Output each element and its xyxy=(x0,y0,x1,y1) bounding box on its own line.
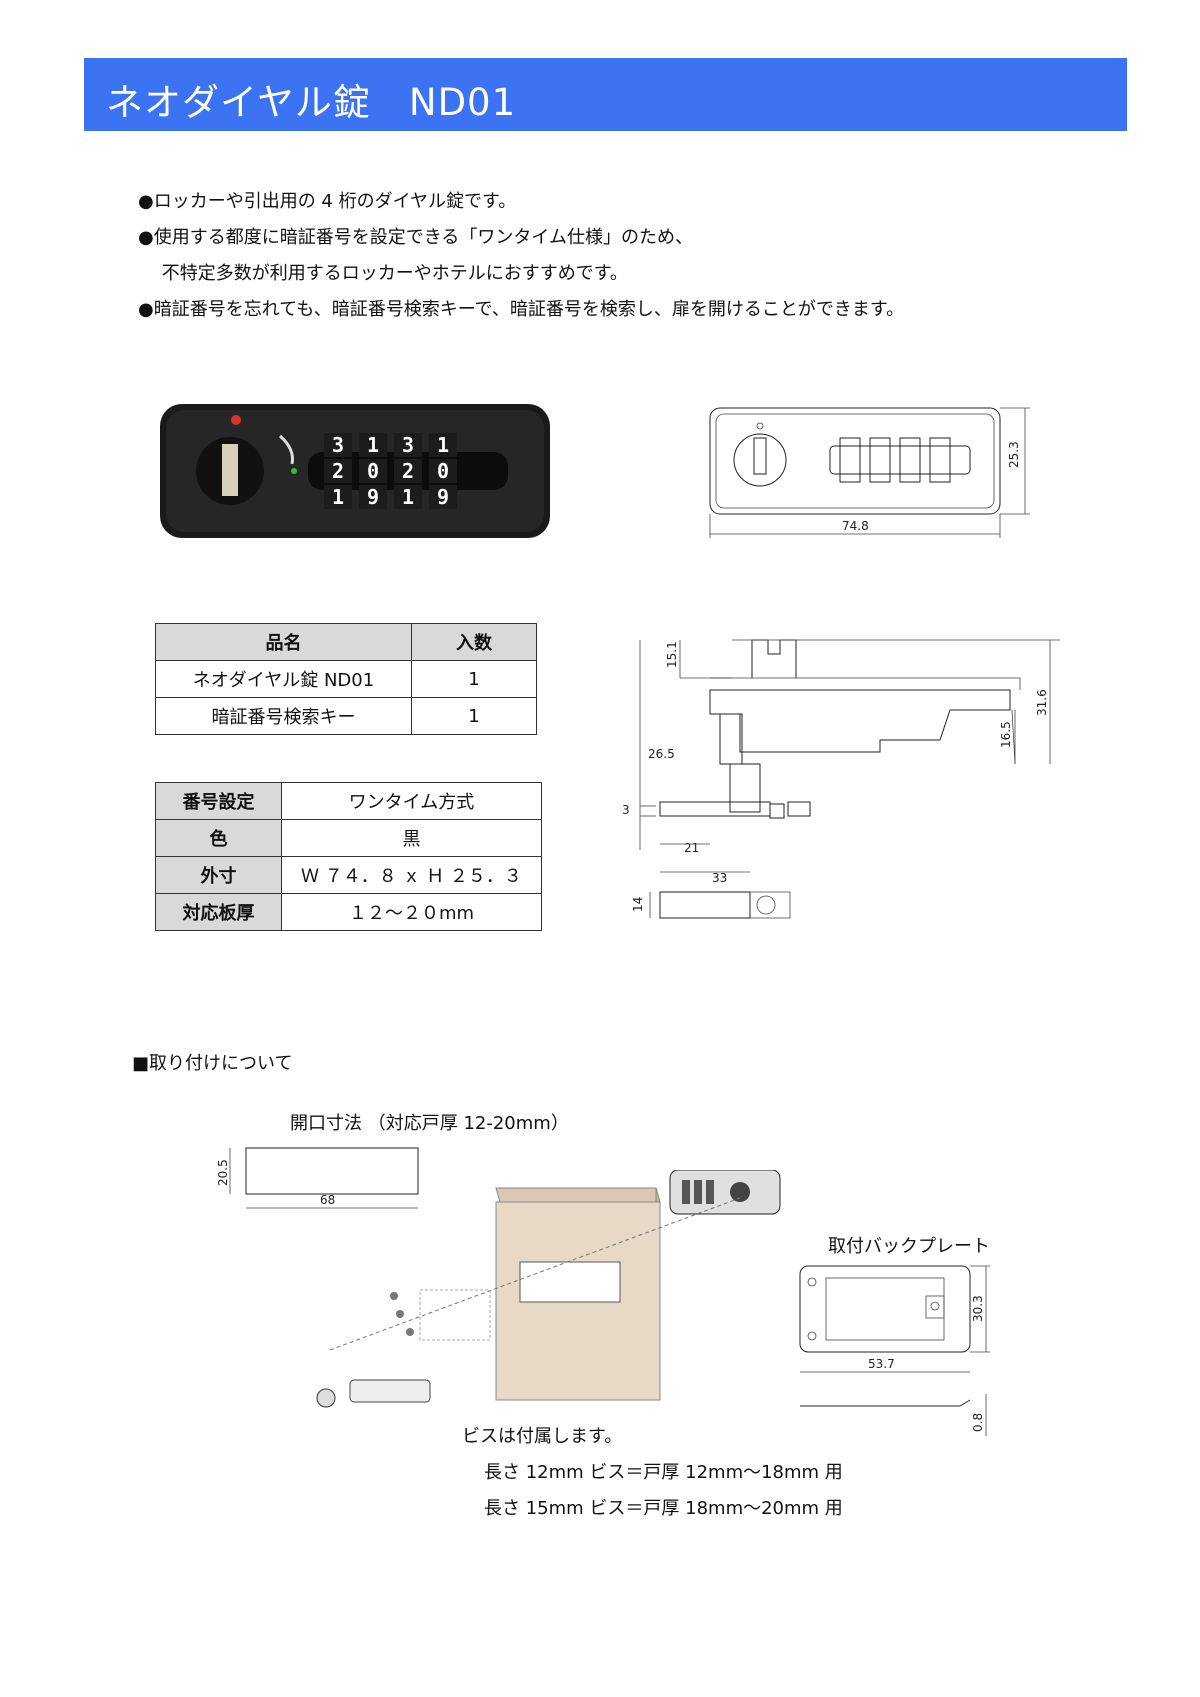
spec-value: ワンタイム方式 xyxy=(281,782,542,820)
table-header: 品名 xyxy=(155,623,412,661)
dial-digit: 2 xyxy=(402,459,414,483)
backplate-height-label: 30.3 xyxy=(971,1295,985,1322)
dial-wheel xyxy=(429,433,457,457)
table-cell: 1 xyxy=(411,697,537,735)
title-bar xyxy=(84,58,1127,131)
spec-label: 対応板厚 xyxy=(155,893,282,931)
dial-wheel xyxy=(359,433,387,457)
installation-illustration xyxy=(316,1170,781,1408)
dim-26-5: 26.5 xyxy=(648,747,675,761)
dial-digit: 9 xyxy=(367,485,379,509)
spec-value: Ｗ ７４．８ ｘ Ｈ ２５．３ xyxy=(281,856,542,894)
dial-wheel xyxy=(359,459,387,483)
dial-wheel xyxy=(394,433,422,457)
screw-line-1: 長さ 12mm ビス＝戸厚 12mm～18mm 用 xyxy=(484,1462,843,1483)
cutout-height-label: 20.5 xyxy=(216,1159,230,1186)
dial-wheel xyxy=(429,459,457,483)
spec-label: 色 xyxy=(155,819,282,857)
dial-digit: 3 xyxy=(332,433,344,457)
dial-wheel xyxy=(429,485,457,509)
dial-digit: 0 xyxy=(437,459,449,483)
dial-digit: 1 xyxy=(367,433,379,457)
backplate-drawing: 30.3 53.7 0.8 xyxy=(799,1265,990,1436)
dim-21: 21 xyxy=(684,841,699,855)
spec-value: 黒 xyxy=(281,819,542,857)
dial-wheel xyxy=(394,459,422,483)
bullet-2: ●使用する都度に暗証番号を設定できる「ワンタイム仕様」のため、 xyxy=(138,227,693,248)
screw-line-2: 長さ 15mm ビス＝戸厚 18mm～20mm 用 xyxy=(484,1498,843,1519)
page-title: ネオダイヤル錠 ND01 xyxy=(106,81,517,124)
dial-wheel xyxy=(359,485,387,509)
dim-16-5: 16.5 xyxy=(999,721,1013,748)
spec-label: 外寸 xyxy=(155,856,282,894)
bullet-2-cont: 不特定多数が利用するロッカーやホテルにおすすめです。 xyxy=(138,263,628,284)
spec-label: 番号設定 xyxy=(155,782,282,820)
cutout-width-label: 68 xyxy=(320,1193,335,1207)
screw-note: ビスは付属します。 xyxy=(462,1426,623,1447)
install-heading: ■取り付けについて xyxy=(132,1053,293,1074)
table-cell: 1 xyxy=(411,660,537,698)
bullet-1: ●ロッカーや引出用の 4 桁のダイヤル錠です。 xyxy=(138,191,517,212)
dial-digit: 3 xyxy=(402,433,414,457)
front-height-label: 25.3 xyxy=(1007,441,1021,468)
backplate-title: 取付バックプレート xyxy=(828,1236,990,1257)
dim-31-6: 31.6 xyxy=(1035,689,1049,716)
side-view-drawing: 15.1 31.6 16.5 26.5 3 21 33 14 xyxy=(622,639,1060,919)
dial-digit: 2 xyxy=(332,459,344,483)
dim-3: 3 xyxy=(622,803,630,817)
table-header: 入数 xyxy=(411,623,537,661)
spec-value: １２～２０mm xyxy=(281,893,542,931)
dial-digit: 9 xyxy=(437,485,449,509)
dim-14: 14 xyxy=(631,897,645,912)
cutout-title: 開口寸法 （対応戸厚 12-20mm） xyxy=(290,1113,569,1134)
table-cell: ネオダイヤル錠 ND01 xyxy=(155,660,412,698)
backplate-thickness-label: 0.8 xyxy=(971,1413,985,1432)
dim-15-1: 15.1 xyxy=(665,641,679,668)
dial-digit: 1 xyxy=(332,485,344,509)
dim-33: 33 xyxy=(712,871,727,885)
contents-table: 品名 入数 ネオダイヤル錠 ND01 1 暗証番号検索キー 1 xyxy=(155,623,537,735)
front-width-label: 74.8 xyxy=(842,519,869,533)
dial-digit: 1 xyxy=(402,485,414,509)
table-cell: 暗証番号検索キー xyxy=(155,697,412,735)
bullet-3: ●暗証番号を忘れても、暗証番号検索キーで、暗証番号を検索し、扉を開けることができ… xyxy=(138,299,905,320)
dial-digit: 0 xyxy=(367,459,379,483)
dial-digit: 1 xyxy=(437,433,449,457)
cutout-drawing: 20.5 68 xyxy=(216,1147,419,1209)
dial-wheel xyxy=(324,459,352,483)
dial-wheel xyxy=(394,485,422,509)
backplate-width-label: 53.7 xyxy=(868,1357,895,1371)
dial-wheel xyxy=(324,433,352,457)
dial-wheel xyxy=(324,485,352,509)
spec-table: 番号設定 ワンタイム方式 色 黒 外寸 Ｗ ７４．８ ｘ Ｈ ２５．３ 対応板厚… xyxy=(155,782,542,931)
front-view-drawing: 25.3 74.8 xyxy=(709,407,1030,538)
